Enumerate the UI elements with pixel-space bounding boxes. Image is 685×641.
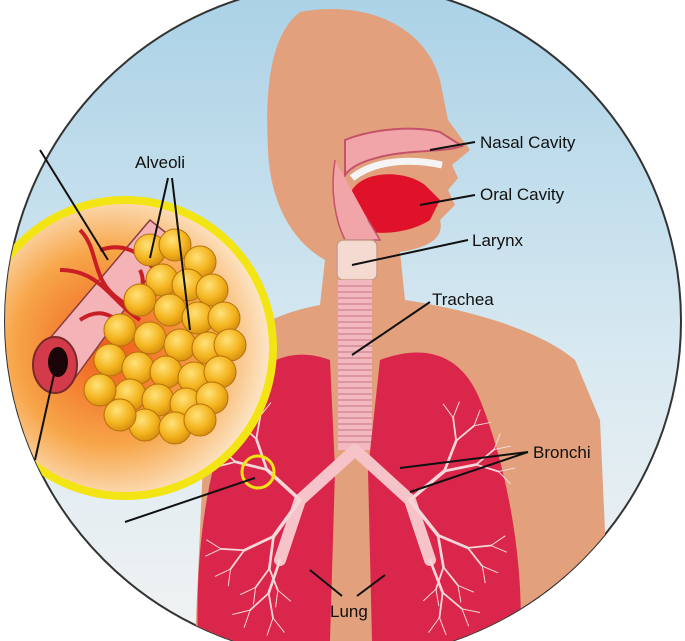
alveolus — [208, 302, 240, 334]
alveolus — [154, 294, 186, 326]
label-lung: Lung — [330, 602, 368, 621]
alveolus — [124, 284, 156, 316]
alveolus — [184, 404, 216, 436]
alveolus — [94, 344, 126, 376]
alveolus — [104, 314, 136, 346]
trachea-shape — [338, 280, 372, 450]
alveolus — [104, 399, 136, 431]
label-larynx: Larynx — [472, 231, 524, 250]
label-alveoli: Alveoli — [135, 153, 185, 172]
alveolus — [134, 322, 166, 354]
label-nasal-cavity: Nasal Cavity — [480, 133, 576, 152]
label-trachea: Trachea — [432, 290, 494, 309]
label-oral-cavity: Oral Cavity — [480, 185, 565, 204]
label-bronchi: Bronchi — [533, 443, 591, 462]
alveolus — [196, 274, 228, 306]
alveolus — [150, 356, 182, 388]
alveoli-inset — [0, 200, 273, 496]
